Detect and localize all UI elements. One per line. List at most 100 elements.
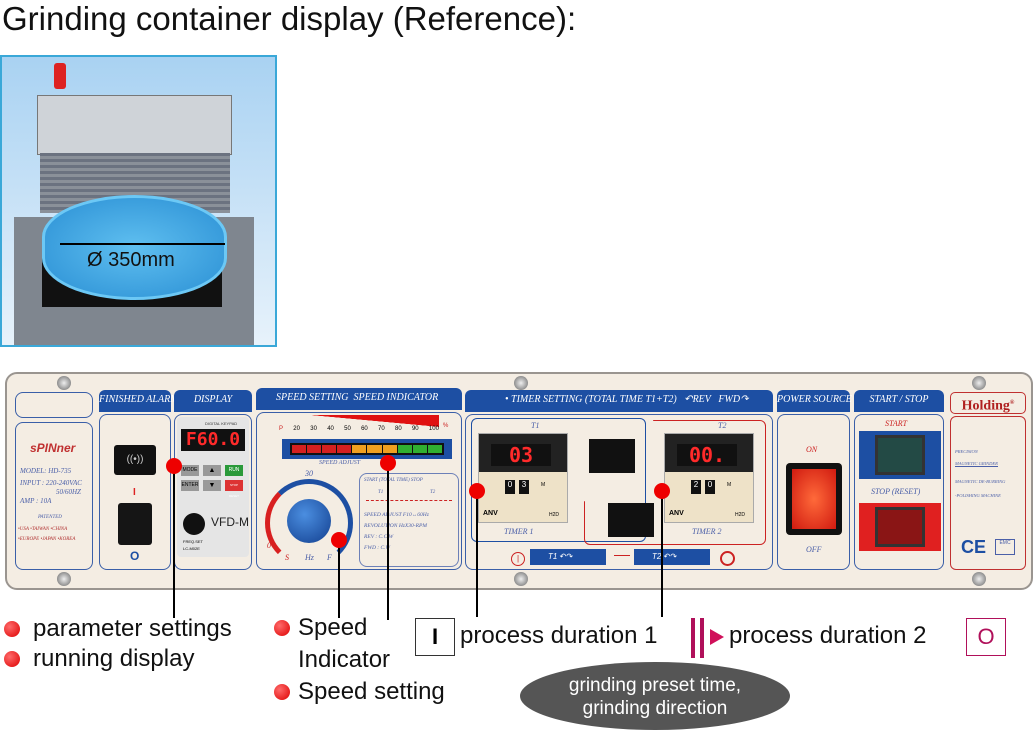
- speed-bar-segment: [337, 445, 352, 453]
- page-title: Grinding container display (Reference):: [2, 0, 577, 37]
- lc-label: LC-M02E: [183, 546, 200, 551]
- speed-adjust-label: SPEED ADJUST: [319, 460, 361, 466]
- speed-bar-segment: [367, 445, 382, 453]
- machine-photo: Ø 350mm: [0, 55, 277, 347]
- freq-text: 50/60HZ: [56, 488, 81, 496]
- percent-label: %: [443, 423, 449, 429]
- speed-setting-label: Speed setting: [298, 678, 445, 705]
- alarm-section: ((•)) I O: [99, 414, 171, 570]
- speed-header: SPEED SETTING SPEED INDICATOR: [256, 388, 462, 410]
- timer1-digit[interactable]: 0: [505, 480, 515, 494]
- direction-switch-2[interactable]: [608, 503, 654, 537]
- display-section: DIGITAL KEYPAD F60.0 MODE ▲ RUN ENTER ▼ …: [174, 414, 252, 570]
- bullet-icon: [4, 651, 20, 667]
- speed-knob[interactable]: [287, 499, 331, 543]
- holding-logo: Holding®: [950, 392, 1026, 414]
- screw-icon: [972, 572, 986, 586]
- start-label: START: [885, 419, 908, 428]
- callout-dot: [331, 532, 347, 548]
- freq-set-label: FREQ.SET: [183, 539, 204, 544]
- leader-line: [476, 491, 478, 617]
- grinding-note-line-1: grinding preset time,: [568, 675, 742, 696]
- power-switch[interactable]: [786, 463, 842, 535]
- process-duration-1-label: process duration 1: [460, 622, 658, 649]
- callout-dot: [654, 483, 670, 499]
- stop-label: STOP (RESET): [871, 487, 921, 496]
- holding-line: PRECISION: [955, 449, 978, 454]
- scale-tick: 20: [293, 426, 300, 432]
- patented-text: PATENTED: [38, 515, 62, 520]
- dial-s-label: S: [285, 553, 289, 562]
- timer-brand: ANV: [483, 510, 498, 517]
- alarm-switch[interactable]: [118, 503, 152, 545]
- scale-tick: 70: [378, 426, 385, 432]
- leader-line: [173, 466, 175, 618]
- speed-bar-segment: [292, 445, 307, 453]
- stop-reset-button[interactable]: STOP RESET: [225, 480, 243, 498]
- alarm-off-label: O: [130, 549, 140, 563]
- timeline-arrow: [366, 500, 452, 501]
- scale-tick: 80: [395, 426, 402, 432]
- power-section: ON OFF: [777, 414, 850, 570]
- countries-text: •USA •TAIWAN •CHINA: [18, 527, 68, 532]
- direction-switch-1[interactable]: [589, 439, 635, 473]
- freq-knob[interactable]: [183, 513, 205, 535]
- timer2-label: T2: [718, 421, 727, 430]
- speed-info-box: START (TOTAL TIME) STOP T1 T2 SPEED ADJU…: [359, 473, 459, 567]
- timer2-digit[interactable]: 0: [705, 480, 715, 494]
- timer2-readout: 00.: [677, 444, 737, 466]
- machine-control-panel: [37, 95, 232, 155]
- scale-tick: 100: [428, 426, 439, 432]
- alarm-on-label: I: [133, 487, 136, 498]
- speed-bar-segment: [427, 445, 442, 453]
- scale-tick: 40: [327, 426, 334, 432]
- process-duration-2-label: process duration 2: [729, 622, 927, 649]
- holding-section: PRECISION MAGNETIC GRINDER MAGNETIC DE-B…: [950, 416, 1026, 570]
- alarm-header: FINISHED ALARM: [99, 390, 179, 412]
- holding-line: MAGNETIC GRINDER: [955, 461, 998, 467]
- strip-t2-label: T2: [652, 552, 662, 561]
- scale-tick: P: [279, 426, 284, 432]
- vfd-keypad: DIGITAL KEYPAD F60.0 MODE ▲ RUN ENTER ▼ …: [177, 417, 249, 557]
- speed-bar-segment: [397, 445, 412, 453]
- unit-label: M: [541, 482, 546, 488]
- model-text: MODEL: HD-735: [20, 467, 72, 475]
- scale-tick: 90: [411, 426, 419, 432]
- mode-button[interactable]: MODE: [181, 465, 199, 476]
- scale-tick: 50: [344, 426, 351, 432]
- stop-reset-button[interactable]: [859, 503, 941, 551]
- speed-bar-segment: [322, 445, 337, 453]
- sequence-arrow: [614, 555, 630, 556]
- timer2: 00. 2 0 M ANV H2D: [664, 433, 754, 523]
- start-cycle-icon: I: [415, 618, 455, 656]
- bullet-icon: [4, 621, 20, 637]
- power-off-label: OFF: [806, 545, 822, 554]
- play-arrow-icon: [710, 629, 724, 645]
- start-button[interactable]: [859, 431, 941, 479]
- ce-mark: CE: [961, 537, 987, 557]
- input-text: INPUT : 220-240VAC: [20, 479, 82, 487]
- up-button[interactable]: ▲: [203, 465, 221, 476]
- brand-section: sPINner MODEL: HD-735 INPUT : 220-240VAC…: [15, 422, 93, 570]
- info-line: FWD : C.W: [364, 545, 391, 551]
- registered-mark: ®: [1009, 400, 1015, 406]
- dimension-arrow: [60, 243, 225, 245]
- timer-section: T1 03 0 3 M ANV H2D TIMER 1 T2 00. 2 0 M…: [465, 414, 773, 570]
- t2-label: T2: [430, 490, 436, 495]
- dial-f-label: F: [327, 553, 332, 562]
- timer1-digit[interactable]: 3: [519, 480, 529, 494]
- down-button[interactable]: ▼: [203, 480, 221, 491]
- scale-tick: 30: [310, 426, 317, 432]
- enter-button[interactable]: ENTER: [181, 480, 199, 491]
- speed-bar-segment: [382, 445, 397, 453]
- power-header: POWER SOURCE: [777, 390, 852, 412]
- timer2-digit[interactable]: 2: [691, 480, 701, 494]
- run-button[interactable]: RUN: [225, 465, 243, 476]
- keypad-label: DIGITAL KEYPAD: [205, 421, 238, 426]
- timer-brand: ANV: [669, 510, 684, 517]
- total-time-label: (TOTAL TIME): [378, 478, 410, 483]
- vfd-readout: F60.0: [181, 429, 245, 451]
- speed-bar: [282, 439, 452, 459]
- rev-label: REV: [692, 394, 711, 405]
- timer-header: • TIMER SETTING (TOTAL TIME T1+T2) ↶REV …: [465, 390, 773, 412]
